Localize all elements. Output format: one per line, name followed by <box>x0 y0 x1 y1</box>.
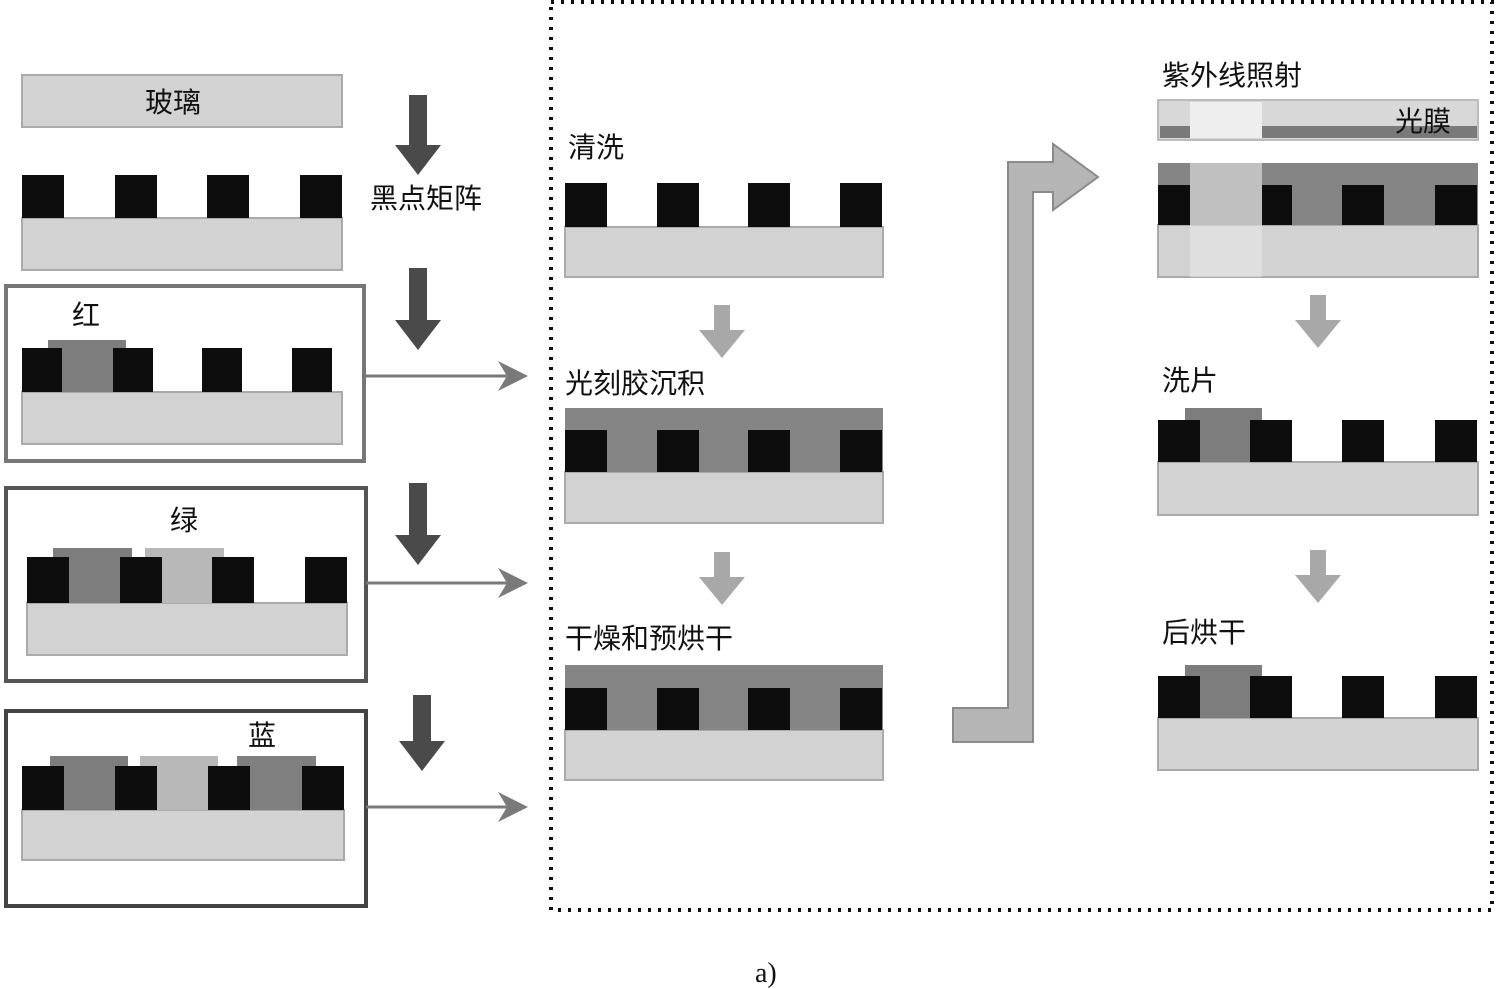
photomask: 光膜 <box>1157 99 1479 141</box>
down-arrow-icon <box>1295 295 1341 348</box>
down-arrow-icon <box>1295 550 1341 603</box>
clean-step <box>564 183 884 278</box>
red-step: 红 <box>4 284 366 463</box>
photolithography-frame <box>549 0 1494 912</box>
dry-prebake-label: 干燥和预烘干 <box>565 622 733 655</box>
horizontal-arrows <box>366 361 528 822</box>
uv-exposure-label: 紫外线照射 <box>1162 59 1302 92</box>
clean-label: 清洗 <box>568 131 624 164</box>
dark-down-arrows <box>395 95 445 771</box>
down-arrow-icon <box>395 268 441 350</box>
l-shaped-arrow-icon <box>952 142 1100 743</box>
blue-step: 蓝 <box>4 709 368 908</box>
down-arrow-icon <box>395 95 441 175</box>
down-arrow-icon <box>399 695 445 771</box>
photoresist-deposit-step <box>564 408 884 524</box>
down-arrow-icon <box>699 552 745 605</box>
exposed-region <box>1190 163 1262 277</box>
down-arrow-icon <box>699 305 745 358</box>
light-down-arrows <box>699 295 1341 605</box>
photoresist-deposit-label: 光刻胶沉积 <box>565 367 705 400</box>
down-arrow-icon <box>395 483 441 565</box>
uv-exposure-step <box>1157 163 1479 278</box>
figure-caption: a) <box>755 958 777 989</box>
green-label: 绿 <box>170 504 198 537</box>
black-matrix-step <box>21 175 343 271</box>
develop-label: 洗片 <box>1162 364 1218 397</box>
post-bake-label: 后烘干 <box>1162 616 1246 649</box>
glass-label: 玻璃 <box>145 86 201 119</box>
photomask-label: 光膜 <box>1395 105 1451 138</box>
blue-label: 蓝 <box>248 719 276 752</box>
red-label: 红 <box>72 299 100 332</box>
green-step: 绿 <box>4 486 368 683</box>
develop-step <box>1157 408 1479 516</box>
post-bake-step <box>1157 665 1479 771</box>
black-matrix-label: 黑点矩阵 <box>370 182 482 215</box>
dry-prebake-step <box>564 665 884 781</box>
glass-substrate: 玻璃 <box>21 74 343 128</box>
